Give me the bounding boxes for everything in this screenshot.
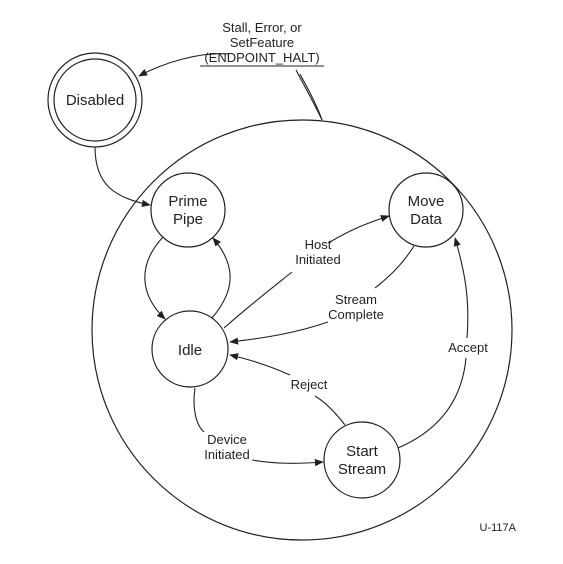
edge-device-initiated-2 xyxy=(251,459,324,467)
edge-reject-2 xyxy=(229,353,291,376)
edge-stream-complete-2 xyxy=(229,321,329,345)
state-prime-pipe-label-line2: Pipe xyxy=(173,211,203,228)
state-prime-pipe-label-line1: Prime xyxy=(168,193,207,210)
edge-accept xyxy=(397,357,467,449)
edge-accept-label: Accept xyxy=(448,340,488,355)
edge-host-initiated-label-line2: Initiated xyxy=(295,252,341,267)
edge-accept-2 xyxy=(453,237,469,339)
edge-host-initiated-2 xyxy=(329,215,390,243)
edge-halt-stem xyxy=(299,73,323,121)
state-start-stream-label-line2: Stream xyxy=(338,461,386,478)
state-move-data-label-line1: Move xyxy=(408,193,445,210)
edge-stream-complete xyxy=(374,245,415,289)
edge-halt xyxy=(139,53,323,121)
edge-device-initiated-label-line2: Initiated xyxy=(204,447,250,462)
state-disabled: Disabled xyxy=(47,52,143,148)
state-prime-pipe: Prime Pipe xyxy=(150,172,226,248)
state-start-stream-label-line1: Start xyxy=(346,443,379,460)
edge-host-initiated xyxy=(223,271,293,329)
state-move-data-label-line2: Data xyxy=(410,211,442,228)
state-start-stream: Start Stream xyxy=(323,421,401,499)
edge-device-initiated xyxy=(193,387,205,433)
edge-halt-label-line1: Stall, Error, or xyxy=(222,20,302,35)
state-idle-label: Idle xyxy=(178,342,202,359)
edge-prime-pipe-to-idle xyxy=(144,236,166,320)
active-superstate-boundary xyxy=(91,119,513,541)
edge-halt-label-line2: SetFeature xyxy=(230,35,294,50)
state-move-data: Move Data xyxy=(388,172,464,248)
edge-device-initiated-label-line1: Device xyxy=(207,432,247,447)
figure-id: U-117A xyxy=(480,522,517,534)
edge-idle-to-prime-pipe xyxy=(211,237,231,319)
state-disabled-label: Disabled xyxy=(66,92,124,109)
edge-host-initiated-label-line1: Host xyxy=(305,237,332,252)
state-idle: Idle xyxy=(151,310,229,388)
edge-disabled-to-prime-pipe xyxy=(94,146,151,207)
edge-halt-label-line3: (ENDPOINT_HALT) xyxy=(204,50,319,65)
edge-stream-complete-label-line1: Stream xyxy=(335,292,377,307)
edge-reject-label: Reject xyxy=(291,377,328,392)
edge-reject xyxy=(314,395,346,426)
edge-stream-complete-label-line2: Complete xyxy=(328,307,384,322)
